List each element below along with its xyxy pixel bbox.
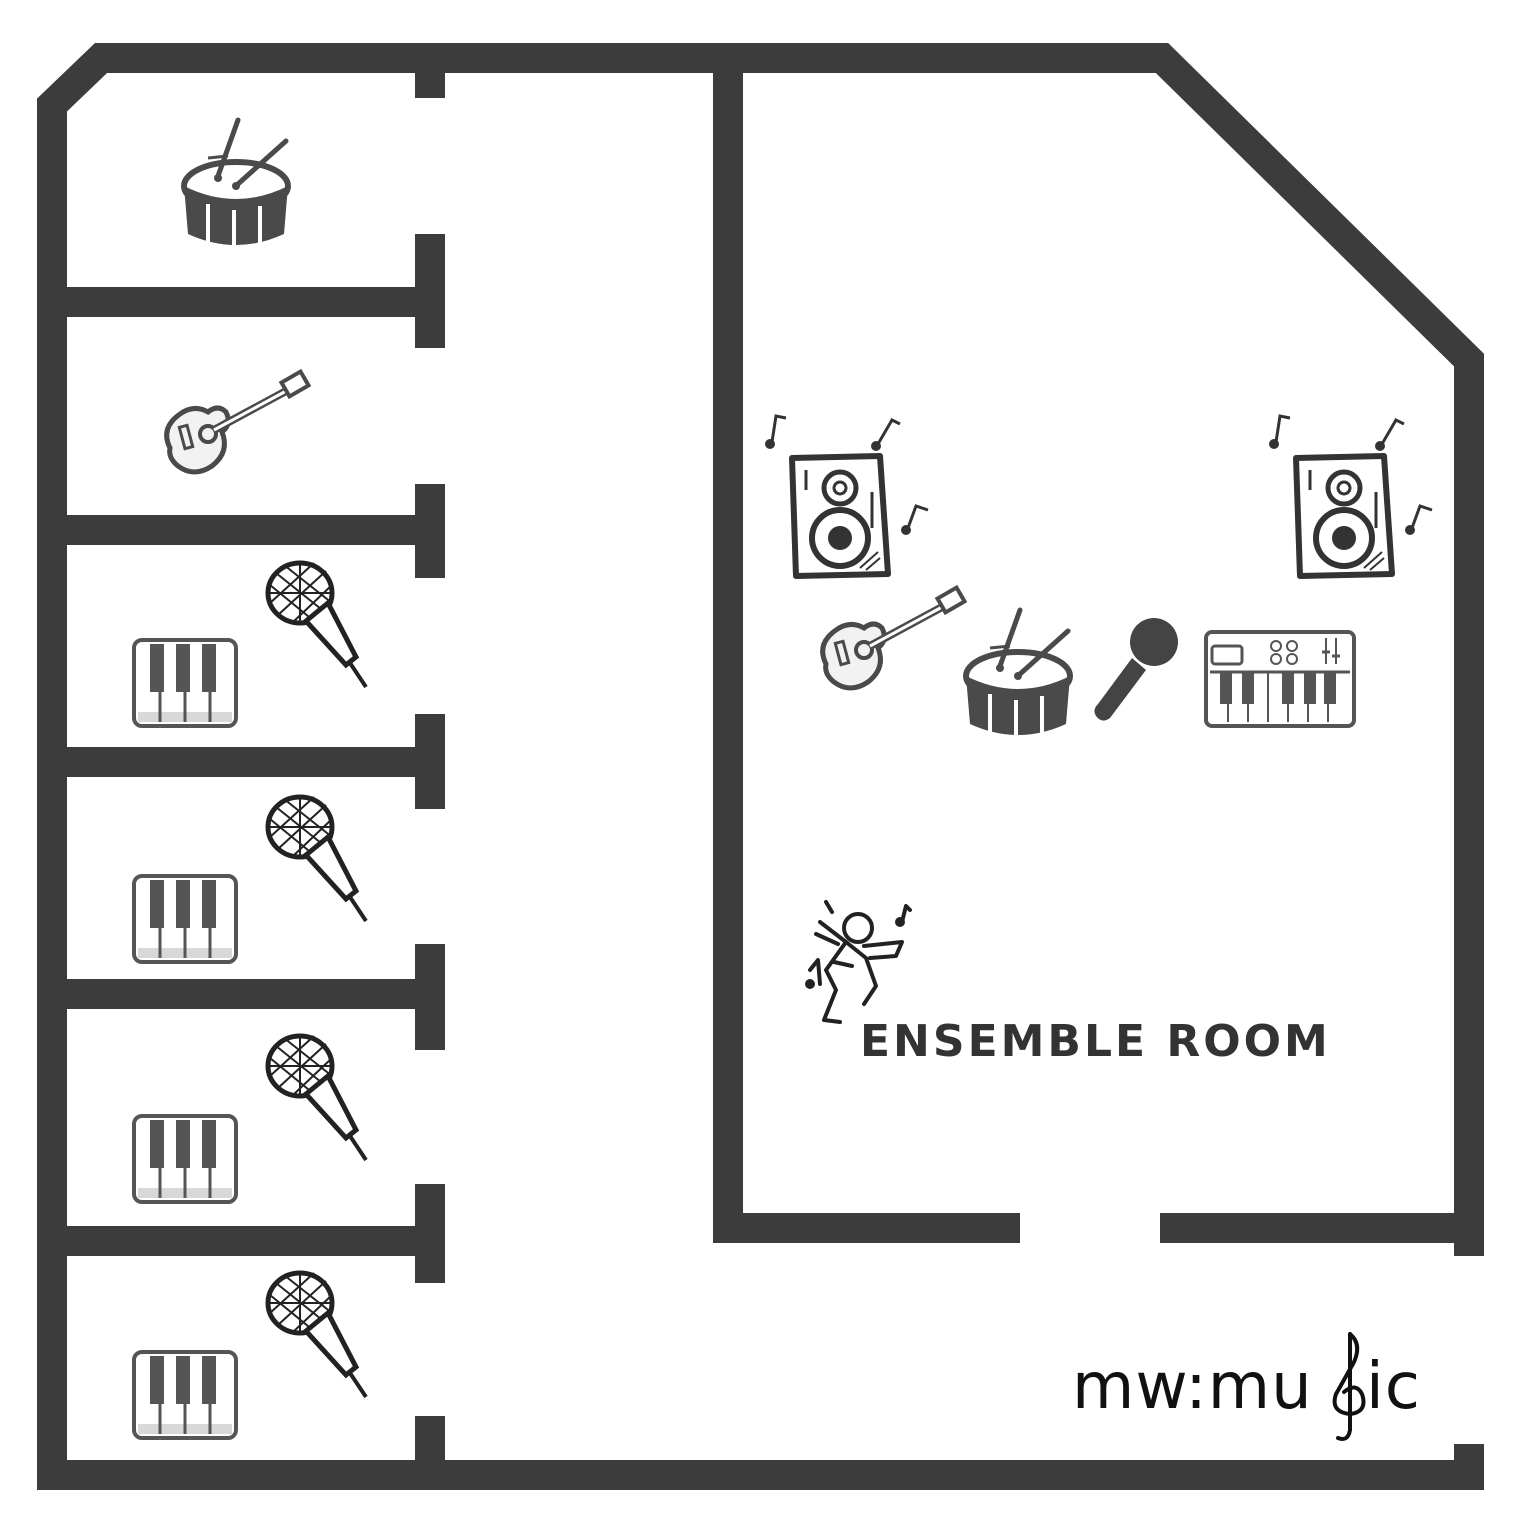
piano-keys-icon — [132, 638, 238, 728]
piano-keys-icon — [132, 874, 238, 964]
microphone-icon — [268, 1273, 366, 1397]
guitar-icon — [823, 588, 965, 688]
ensemble-room-label: ENSEMBLE ROOM — [860, 1016, 1331, 1067]
logo-text-left: mw:mu — [1072, 1350, 1313, 1424]
speaker-icon — [765, 416, 928, 576]
door-jambs — [415, 58, 445, 1476]
microphone-icon — [268, 797, 366, 921]
microphone-icon — [268, 563, 366, 687]
walls — [37, 43, 1484, 1490]
treble-clef-icon — [1332, 1332, 1366, 1441]
mw-music-logo: mw:mu ic — [1072, 1332, 1421, 1441]
drum-icon — [966, 610, 1070, 740]
keyboard-synth-icon — [1204, 630, 1356, 728]
microphone-icon — [268, 1036, 366, 1160]
microphone-icon — [1094, 618, 1178, 721]
piano-keys-icon — [132, 1114, 238, 1204]
guitar-icon — [167, 372, 309, 472]
drum-icon — [184, 120, 288, 250]
dancer-icon — [805, 900, 912, 1024]
logo-text-right: ic — [1366, 1350, 1421, 1424]
piano-keys-icon — [132, 1350, 238, 1440]
speaker-icon — [1269, 416, 1432, 576]
